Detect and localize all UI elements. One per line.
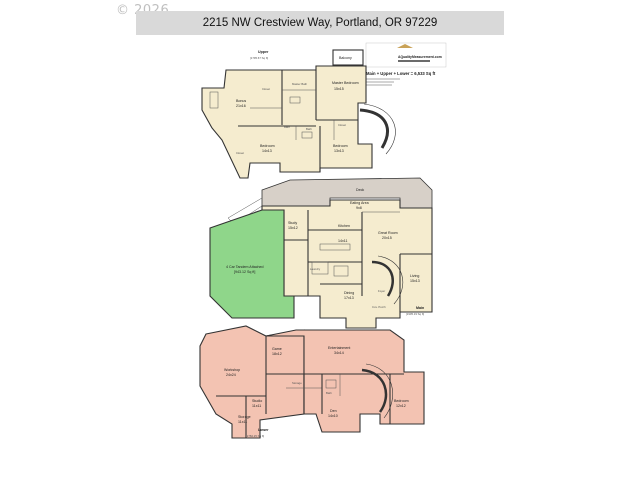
title-bar: 2215 NW Crestview Way, Portland, OR 9722…: [136, 11, 504, 35]
room-label: 4 Car Tandem Attached: [226, 265, 264, 269]
room-label: Bedroom: [333, 144, 348, 148]
room-label: Closet: [236, 151, 244, 155]
room-size: 14x10: [328, 414, 338, 418]
room-size: 13x13: [334, 149, 344, 153]
room-label: Storage: [292, 381, 302, 385]
floor-area: [2782.25 Sq ft]: [246, 434, 264, 438]
room-size: 15x13: [410, 279, 420, 283]
room-size: 17x13: [344, 296, 354, 300]
floor-label: Main: [416, 306, 424, 310]
floor-area: [1905.19 Sq ft]: [406, 312, 424, 316]
room-label: Dining: [344, 291, 354, 295]
garage-area: [209, 209, 295, 319]
room-label: Game: [272, 347, 282, 351]
room-size: 21x16: [236, 104, 246, 108]
floor-label: Upper: [258, 50, 269, 54]
lower-floor: Game 18x12 Entertainment 34x14 Workshop …: [199, 325, 425, 439]
room-label: Bedroom: [260, 144, 275, 148]
room-label: Deck: [356, 188, 364, 192]
brand-logo: AQualityMeasurement.com: [365, 42, 447, 68]
room-label: Storage: [238, 415, 251, 419]
floor-area: [1795.67 Sq ft]: [250, 56, 268, 60]
room-label: Bonus: [236, 99, 246, 103]
main-floor: Deck Eating Area 9x8 Study 15x12 Kitchen…: [209, 177, 433, 329]
room-size: [943.12 Sq ft]: [234, 270, 255, 274]
room-size: 15x12: [288, 226, 298, 230]
total-area: Main + Upper + Lower = 6,533 Sq ft: [366, 71, 436, 76]
room-size: 9x8: [356, 206, 362, 210]
room-label: Study: [288, 221, 297, 225]
floor-label: Lower: [258, 428, 269, 432]
room-label: Eating Area: [350, 201, 369, 205]
room-size: 20x15: [382, 236, 392, 240]
room-label: Kitchen: [338, 224, 350, 228]
room-label: Living: [410, 274, 419, 278]
page-title: 2215 NW Crestview Way, Portland, OR 9722…: [202, 17, 438, 29]
room-size: 15x15: [334, 87, 344, 91]
room-label: Bath: [306, 127, 312, 131]
room-label: Workshop: [224, 368, 240, 372]
room-label: Master Bedroom: [332, 81, 359, 85]
room-label: Master Bath: [292, 82, 308, 86]
room-label: Great Room: [378, 231, 398, 235]
room-label: Bath: [284, 125, 290, 129]
room-size: 14x13: [262, 149, 272, 153]
room-size: 12x12: [396, 404, 406, 408]
brand-name: AQualityMeasurement.com: [398, 55, 442, 59]
room-label: Bath: [326, 391, 332, 395]
room-label: Bedroom: [394, 399, 409, 403]
room-label: Foyer: [378, 289, 385, 293]
room-size: 24x24: [226, 373, 236, 377]
room-label: Den: [330, 409, 337, 413]
room-label: Laundry: [310, 267, 321, 271]
room-size: 34x14: [334, 351, 344, 355]
room-label: Closet: [262, 87, 270, 91]
room-label: Cov. Porch: [372, 305, 386, 309]
room-size: 14x11: [338, 239, 348, 243]
room-size: 18x12: [272, 352, 282, 356]
room-label: Closet: [338, 123, 346, 127]
room-size: 11x11: [252, 404, 261, 408]
room-label: Studio: [252, 399, 262, 403]
room-label: Entertainment: [328, 346, 350, 350]
balcony-room: [332, 49, 364, 66]
upper-floor: Balcony Master Bedroom 15x15 Bonus 21x16…: [201, 49, 396, 179]
room-label: Balcony: [339, 56, 352, 60]
room-size: 11x11: [238, 420, 247, 424]
